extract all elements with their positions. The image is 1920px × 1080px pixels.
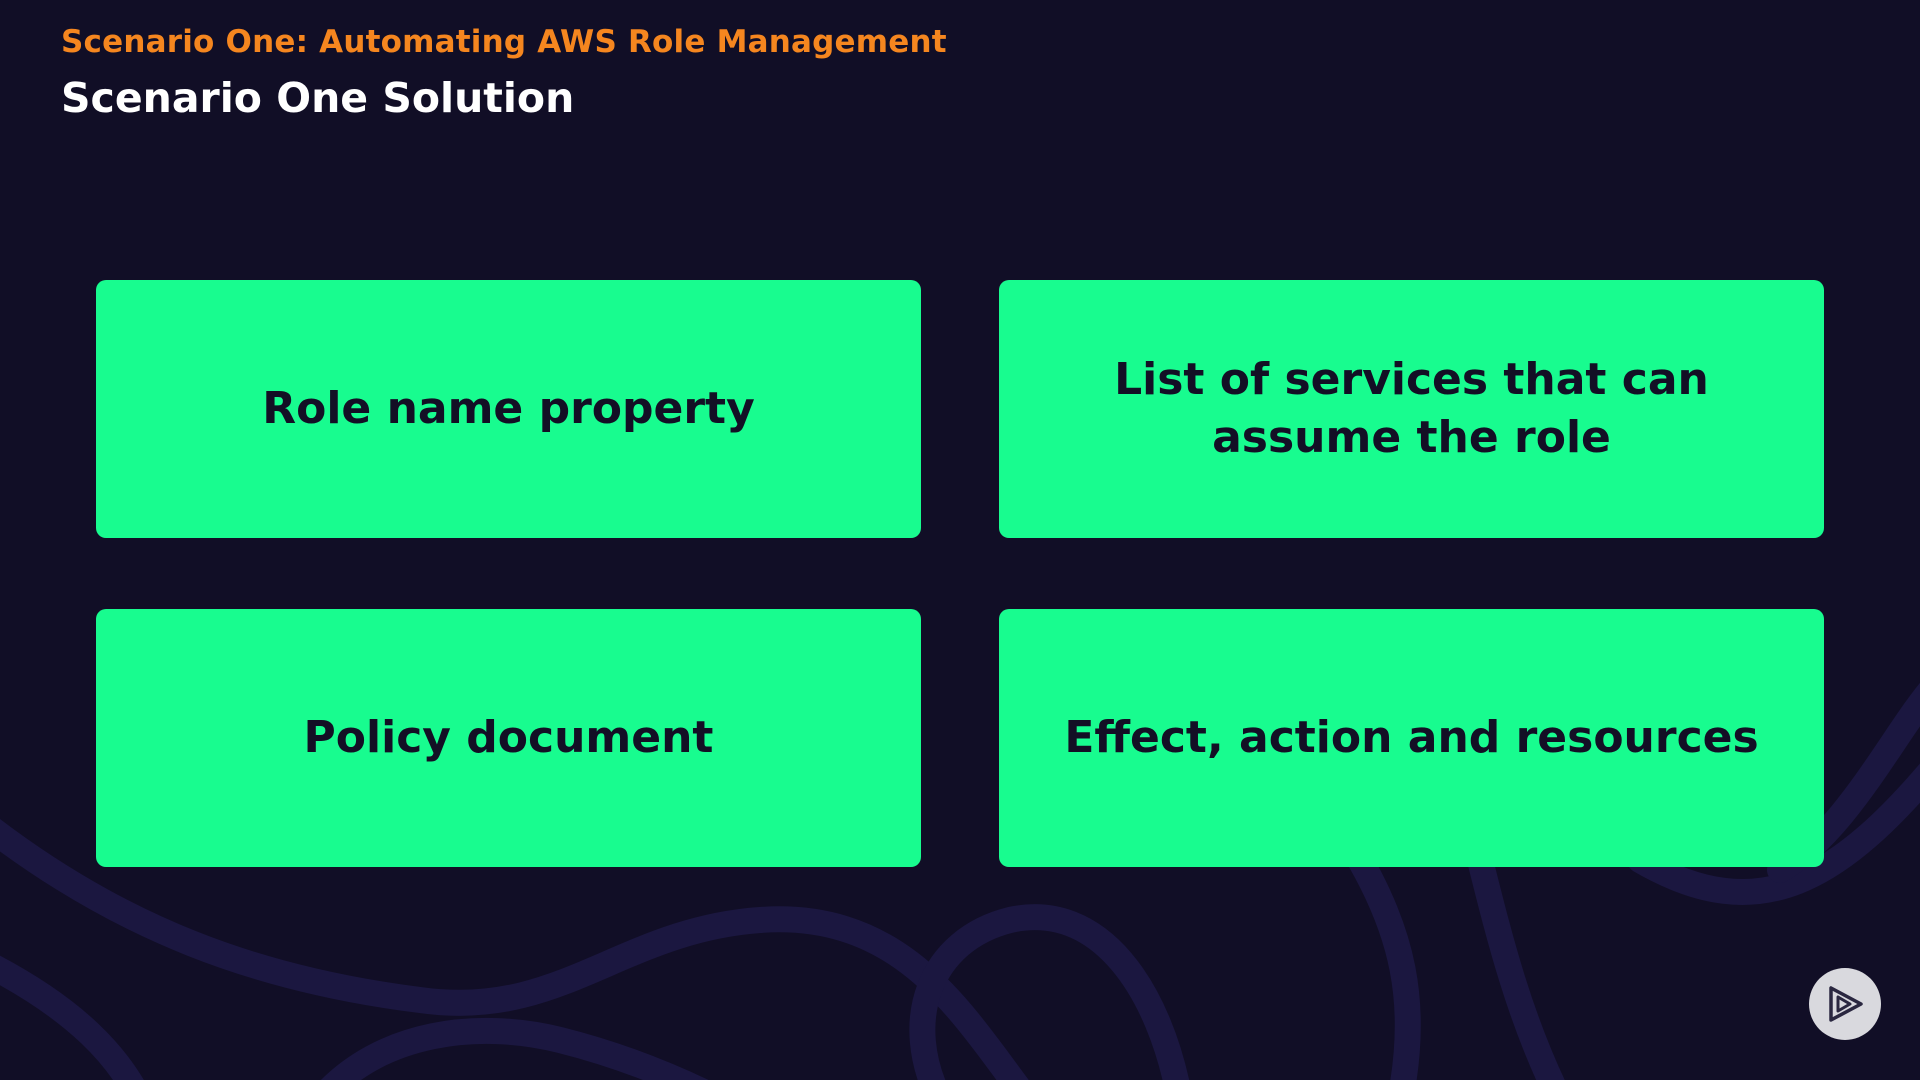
card-policy-document: Policy document <box>96 609 921 867</box>
card-label: List of services that can assume the rol… <box>1114 354 1709 463</box>
play-button[interactable] <box>1809 968 1881 1040</box>
card-effect-action-resources: Effect, action and resources <box>999 609 1824 867</box>
slide-title: Scenario One Solution <box>61 74 575 122</box>
card-label: Effect, action and resources <box>1064 712 1759 763</box>
solution-card-grid: Role name property List of services that… <box>96 280 1824 868</box>
play-logo-icon <box>1829 986 1863 1022</box>
card-label: Role name property <box>262 383 755 434</box>
header: Scenario One: Automating AWS Role Manage… <box>61 22 947 124</box>
card-role-name-property: Role name property <box>96 280 921 538</box>
card-label: Policy document <box>303 712 714 763</box>
card-services-assume-role: List of services that can assume the rol… <box>999 280 1824 538</box>
course-subtitle: Scenario One: Automating AWS Role Manage… <box>61 24 947 60</box>
